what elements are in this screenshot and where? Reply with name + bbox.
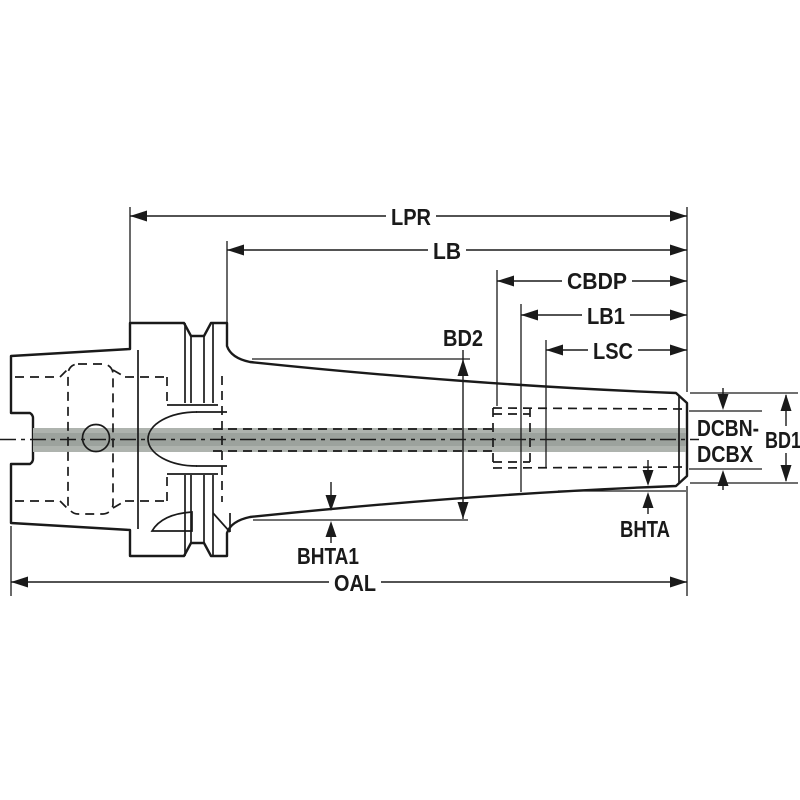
- dimension-label-lb1: LB1: [587, 303, 625, 329]
- hidden-internal-geometry: [15, 363, 688, 515]
- dimension-label-dcbx: DCBX: [697, 441, 754, 467]
- arrowhead-right: [670, 344, 687, 356]
- arrowhead-right: [670, 309, 687, 321]
- coolant-bore-core: [33, 433, 686, 446]
- dimension-label-bd2: BD2: [443, 325, 483, 351]
- arrowhead-down: [325, 495, 337, 511]
- flange-internal-detail: [147, 323, 231, 556]
- arrowhead-down: [717, 394, 729, 410]
- arrowhead-left: [130, 210, 147, 222]
- dimension-label-cbdp: CBDP: [567, 268, 627, 294]
- label-background: [582, 302, 630, 328]
- clamp-bore-edge: [492, 407, 688, 410]
- arrowhead-right: [670, 576, 687, 588]
- arrowhead-up: [780, 394, 792, 411]
- arrowhead-right: [670, 244, 687, 256]
- label-background: [760, 426, 800, 453]
- dimension-oal: OAL: [11, 569, 687, 596]
- label-background: [588, 337, 638, 363]
- dimension-lb1: LB1: [521, 302, 687, 329]
- dimension-label-dcbn: DCBN-: [697, 415, 759, 441]
- label-background: [386, 203, 436, 229]
- arrowhead-down: [457, 502, 469, 519]
- dimension-label-bhta1: BHTA1: [297, 543, 359, 569]
- tool-holder: [9, 321, 689, 558]
- arrowhead-left: [546, 344, 563, 356]
- arrowhead-left: [497, 275, 514, 287]
- tool-holder-body: [9, 321, 689, 558]
- label-background: [428, 237, 466, 263]
- dimension-bhta: BHTA: [620, 460, 670, 542]
- hidden-line: [112, 369, 126, 378]
- pull-stud-cavity: [147, 411, 198, 467]
- arrowhead-up: [325, 521, 337, 537]
- drive-slot-ramp: [150, 511, 193, 532]
- arrowhead-down: [642, 470, 654, 486]
- arrowhead-right: [670, 210, 687, 222]
- dimension-bhta1: BHTA1: [297, 482, 359, 569]
- arrowhead-up: [717, 470, 729, 486]
- arrowhead-left: [227, 244, 244, 256]
- arrowhead-left: [11, 576, 28, 588]
- dimension-label-lb: LB: [433, 238, 461, 264]
- extension-lines: [10, 207, 798, 596]
- dimension-bd1: BD1: [760, 394, 800, 482]
- hidden-line: [59, 500, 70, 511]
- arrowhead-left: [521, 309, 538, 321]
- clamp-bore-edge: [492, 466, 688, 469]
- retention-ball: [81, 423, 111, 453]
- label-background: [562, 267, 632, 294]
- arrowhead-right: [670, 275, 687, 287]
- dimension-label-oal: OAL: [334, 570, 376, 596]
- dimension-lsc: LSC: [546, 337, 687, 364]
- dimension-label-bhta: BHTA: [620, 516, 670, 542]
- drive-slot-edge: [212, 512, 231, 533]
- arrowhead-down: [780, 465, 792, 482]
- hidden-line: [112, 500, 126, 509]
- label-background: [329, 569, 381, 595]
- dimension-lb: LB: [227, 237, 687, 264]
- hidden-line: [59, 367, 70, 378]
- dimension-label-bd1: BD1: [765, 427, 800, 453]
- dimension-label-lsc: LSC: [593, 338, 633, 364]
- arrowhead-up: [457, 359, 469, 376]
- dimension-lpr: LPR: [130, 203, 687, 230]
- arrowhead-up: [642, 492, 654, 508]
- dimension-cbdp: CBDP: [497, 267, 687, 294]
- dimension-bd2: BD2: [443, 325, 483, 519]
- dimension-dcbn-dcbx: DCBN- DCBX: [697, 388, 759, 490]
- dimension-label-lpr: LPR: [391, 204, 431, 230]
